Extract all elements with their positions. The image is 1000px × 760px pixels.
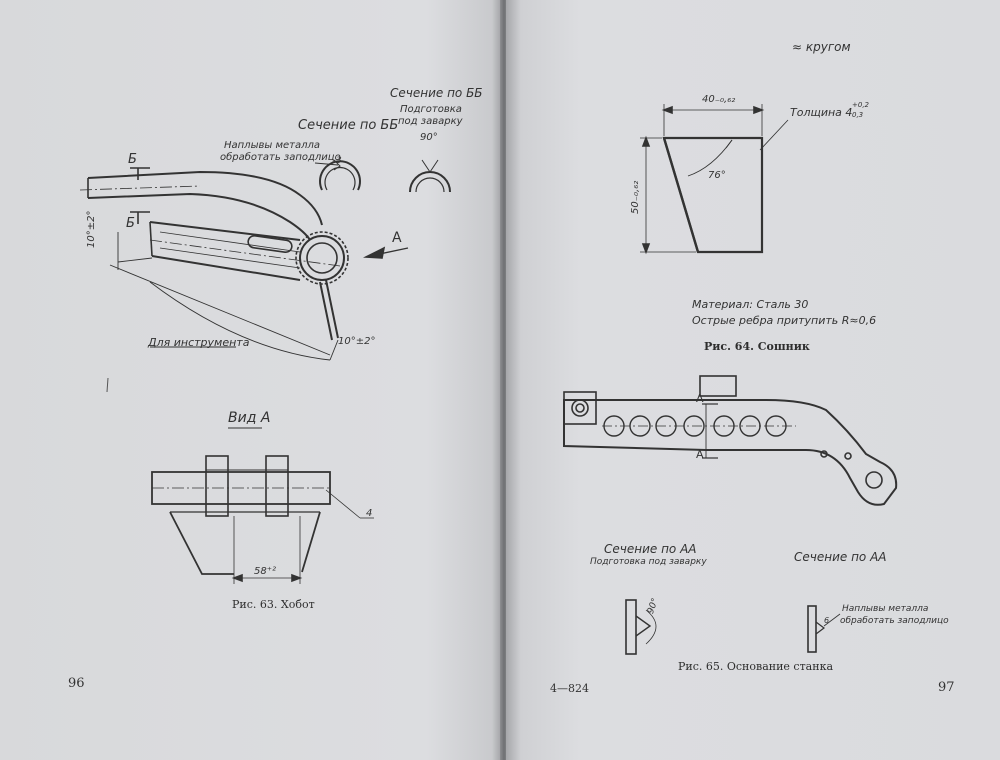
fig64-dim-height: 50₋₀,₆₂	[630, 180, 641, 214]
view-a-title: Вид А	[228, 410, 271, 426]
fig64-material: Материал: Сталь 30	[692, 298, 809, 311]
fig65-caption: Рис. 65. Основание станка	[678, 660, 833, 673]
book-gutter	[500, 0, 508, 760]
fig65-section-aa-2: Сечение по АА	[794, 550, 887, 564]
weld-4-label: 4	[366, 508, 373, 519]
fig65-section-a-bottom: А	[696, 448, 704, 461]
angle-90-label: 90°	[420, 132, 438, 143]
left-page: Сечение по ББ Наплывы металла обработать…	[0, 0, 502, 760]
fig64-thickness-tol-upper: +0,2	[852, 101, 869, 109]
fig64-caption: Рис. 64. Сошник	[704, 340, 810, 353]
weld-size-label: 3	[336, 156, 342, 166]
fig65-weld-note-line1: Наплывы металла	[842, 604, 929, 614]
angle-bottom-label: 10°±2°	[338, 336, 376, 347]
right-page: ≈ кругом 40₋₀,₆₂ 50₋₀,₆₂ Толщина 4 +0,2 …	[506, 0, 1000, 760]
prep-line1: Подготовка	[400, 104, 462, 115]
weld-note-line2: обработать заподлицо	[220, 152, 341, 163]
fig63-drawing	[106, 377, 109, 393]
fig65-weld-size: 6	[824, 616, 830, 625]
weld-note-line1: Наплывы металла	[224, 140, 321, 151]
section-bb-label-2: Сечение по ББ	[390, 86, 483, 100]
fig64-65-drawing	[563, 104, 898, 655]
page-number-right: 97	[938, 680, 955, 695]
fig65-section-aa-1: Сечение по АА	[604, 542, 697, 556]
view-arrow-label: А	[392, 230, 402, 246]
angle-left-label: 10°±2°	[86, 210, 97, 248]
fig63-caption: Рис. 63. Хобот	[232, 598, 315, 611]
fig64-edges: Острые ребра притупить R≈0,6	[692, 314, 877, 327]
fig65-prep: Подготовка под заварку	[590, 557, 707, 567]
section-mark-bottom: Б	[126, 216, 135, 231]
fig64-dim-width: 40₋₀,₆₂	[702, 94, 736, 105]
signature-mark: 4—824	[550, 682, 589, 695]
dim-58-label: 58⁺²	[254, 566, 277, 577]
page-number-left: 96	[68, 676, 85, 691]
prep-line2: под заварку	[398, 116, 463, 127]
fig64-thickness: Толщина 4	[790, 106, 853, 119]
stray-mark	[106, 377, 109, 393]
fig64-angle: 76°	[708, 170, 726, 181]
tool-label: Для инструмента	[148, 336, 250, 349]
section-mark-top: Б	[128, 152, 137, 167]
fig64-thickness-tol-lower: 0,3	[852, 111, 864, 119]
fig65-section-a-top: А	[696, 392, 704, 405]
fig65-weld-note-line2: обработать заподлицо	[840, 616, 949, 626]
top-note: ≈ кругом	[792, 40, 851, 54]
section-bb-label-1: Сечение по ББ	[298, 118, 399, 133]
